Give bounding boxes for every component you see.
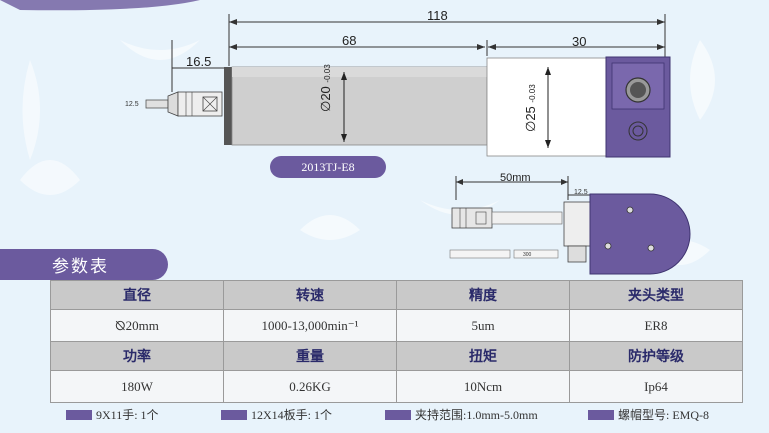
dim-rear-length: 30 [572,34,587,49]
value-speed: 1000-13,000min⁻¹ [223,309,397,342]
header-collet-type: 夹头类型 [569,280,743,310]
dim-total-length: 118 [427,8,448,23]
table-row: 功率 重量 扭矩 防护等级 [50,341,743,371]
header-weight: 重量 [223,341,397,371]
legend-label: 12X14板手: 1个 [251,408,333,422]
table-row: ⦰20mm 1000-13,000min⁻¹ 5um ER8 [50,309,743,342]
dim-bottom-length: 50mm [500,172,531,184]
spindle-drawing [145,14,671,158]
header-diameter: 直径 [50,280,224,310]
dim-body-diameter: ∅20 -0.03 [318,52,334,112]
spec-table: 直径 转速 精度 夹头类型 ⦰20mm 1000-13,000min⁻¹ 5um… [50,280,743,403]
dim-bottom-small: 12.5 [574,189,588,196]
body-diameter-value: ∅20 [318,86,333,112]
legend-item: 9X11手: 1个 [66,406,159,423]
rear-diameter-tol: -0.03 [528,84,537,103]
table-row: 直径 转速 精度 夹头类型 [50,280,743,310]
header-precision: 精度 [396,280,570,310]
value-precision: 5um [396,309,570,342]
collet-side-drawing [449,176,691,275]
legend-item: 夹持范围:1.0mm-5.0mm [385,406,538,423]
legend-swatch [221,409,247,420]
body-diameter-tol: -0.03 [323,64,332,83]
value-collet-type: ER8 [569,309,743,342]
legend-label: 9X11手: 1个 [96,408,159,422]
legend-swatch [588,409,614,420]
model-label: 2013TJ-E8 [270,156,386,178]
header-power: 功率 [50,341,224,371]
value-diameter: ⦰20mm [50,309,224,342]
dim-rear-diameter: ∅25 -0.03 [523,72,539,132]
header-protection: 防护等级 [569,341,743,371]
params-title: 参数表 [0,249,168,280]
value-protection: Ip64 [569,370,743,403]
header-speed: 转速 [223,280,397,310]
legend-label: 夹持范围:1.0mm-5.0mm [415,408,538,422]
dim-shaft-dia: 12.5 [125,101,139,108]
value-power: 180W [50,370,224,403]
value-weight: 0.26KG [223,370,397,403]
table-row: 180W 0.26KG 10Ncm Ip64 [50,370,743,403]
legend-label: 螺帽型号: EMQ-8 [618,408,709,422]
dim-collet-length: 16.5 [186,54,212,69]
legend-swatch [66,409,92,420]
rear-diameter-value: ∅25 [523,106,538,132]
legend-item: 12X14板手: 1个 [221,406,332,423]
legend-item: 螺帽型号: EMQ-8 [588,406,709,423]
header-torque: 扭矩 [396,341,570,371]
dim-bottom-tube: 300 [523,252,532,258]
legend-swatch [385,409,411,420]
dim-body-length: 68 [342,33,357,48]
value-torque: 10Ncm [396,370,570,403]
